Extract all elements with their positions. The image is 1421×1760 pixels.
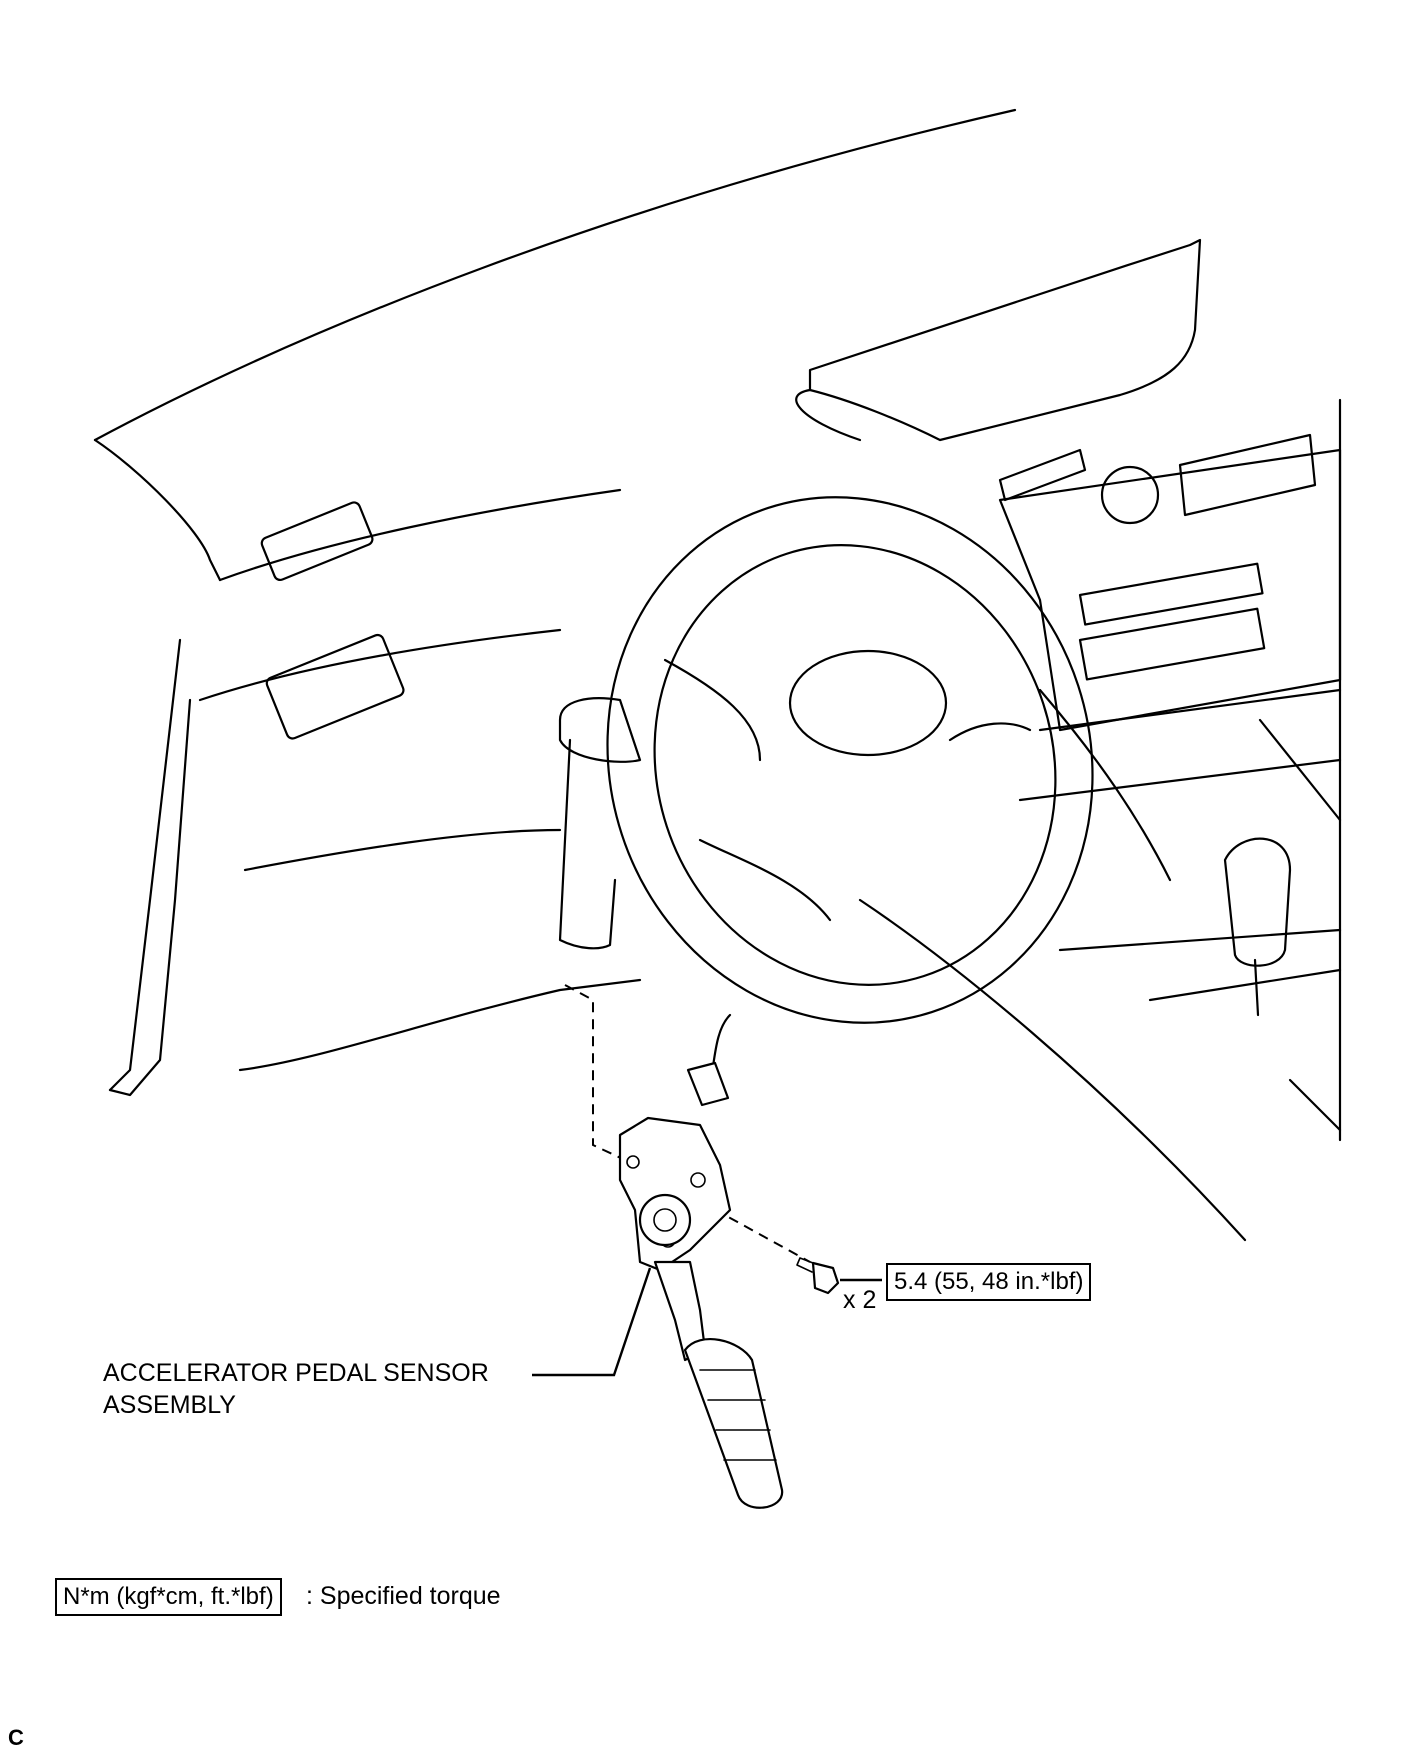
dash-top-edge xyxy=(93,108,1017,442)
legend-description: : Specified torque xyxy=(306,1582,501,1610)
corner-code: C xyxy=(8,1725,24,1750)
steering-hub-emblem xyxy=(788,649,948,757)
left-lower-vent xyxy=(265,633,405,740)
pedal-pad xyxy=(683,1338,784,1509)
left-upper-vent xyxy=(260,501,374,582)
harness-connector xyxy=(686,1061,730,1107)
legend-box: N*m (kgf*cm, ft.*lbf) xyxy=(55,1578,282,1616)
center-stack xyxy=(998,448,1342,732)
clock xyxy=(1100,465,1160,525)
dash-lower-edge xyxy=(243,828,562,872)
dash-left-upper xyxy=(93,438,222,582)
meter-hood xyxy=(808,238,1202,442)
dash-left-side xyxy=(108,638,182,1092)
part-label-line1: ACCELERATOR PEDAL SENSOR xyxy=(103,1359,489,1387)
display-slot-2 xyxy=(1078,607,1266,681)
sensor-rotor xyxy=(638,1193,692,1247)
install-guide-vertical xyxy=(564,984,626,1161)
steering-wheel-rim xyxy=(606,496,1094,1024)
display-slot-1 xyxy=(1078,562,1264,626)
mounting-bolt xyxy=(811,1261,840,1295)
part-leader xyxy=(532,1267,652,1377)
part-label-line2: ASSEMBLY xyxy=(103,1391,236,1419)
bolt-count: x 2 xyxy=(843,1286,877,1314)
center-vent-left xyxy=(998,448,1087,502)
center-vent-right xyxy=(1178,433,1317,517)
shift-knob xyxy=(1223,837,1292,967)
part-label: ACCELERATOR PEDAL SENSOR ASSEMBLY xyxy=(103,1357,489,1421)
steering-column xyxy=(558,697,642,763)
torque-spec-box: 5.4 (55, 48 in.*lbf) xyxy=(886,1263,1092,1301)
sensor-housing xyxy=(618,1116,732,1272)
steering-wheel-inner xyxy=(653,544,1057,986)
